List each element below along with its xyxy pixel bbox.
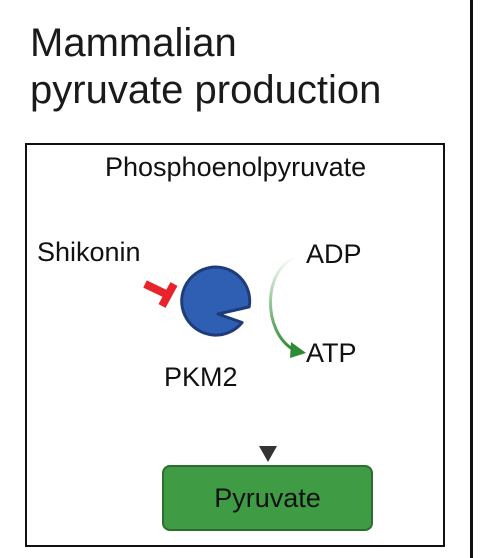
substrate-label: Phosphoenolpyruvate xyxy=(105,152,367,182)
right-edge-rule xyxy=(470,0,473,558)
title-line-1: Mammalian xyxy=(30,21,237,65)
pkm2-enzyme-shape xyxy=(180,265,252,337)
title-line-2: pyruvate production xyxy=(30,68,382,112)
product-box: Pyruvate xyxy=(162,465,373,531)
product-label: Pyruvate xyxy=(214,482,321,513)
page-title: Mammalian pyruvate production xyxy=(30,20,381,114)
inhibitor-label: Shikonin xyxy=(37,237,141,267)
diagram-frame xyxy=(25,143,445,547)
cofactor-out-label: ATP xyxy=(306,338,357,368)
inhibition-bar-icon xyxy=(143,280,178,308)
reaction-arrow xyxy=(259,190,277,462)
cofactor-arrow xyxy=(269,254,306,358)
enzyme-label: PKM2 xyxy=(164,362,238,392)
cofactor-in-label: ADP xyxy=(306,239,362,269)
